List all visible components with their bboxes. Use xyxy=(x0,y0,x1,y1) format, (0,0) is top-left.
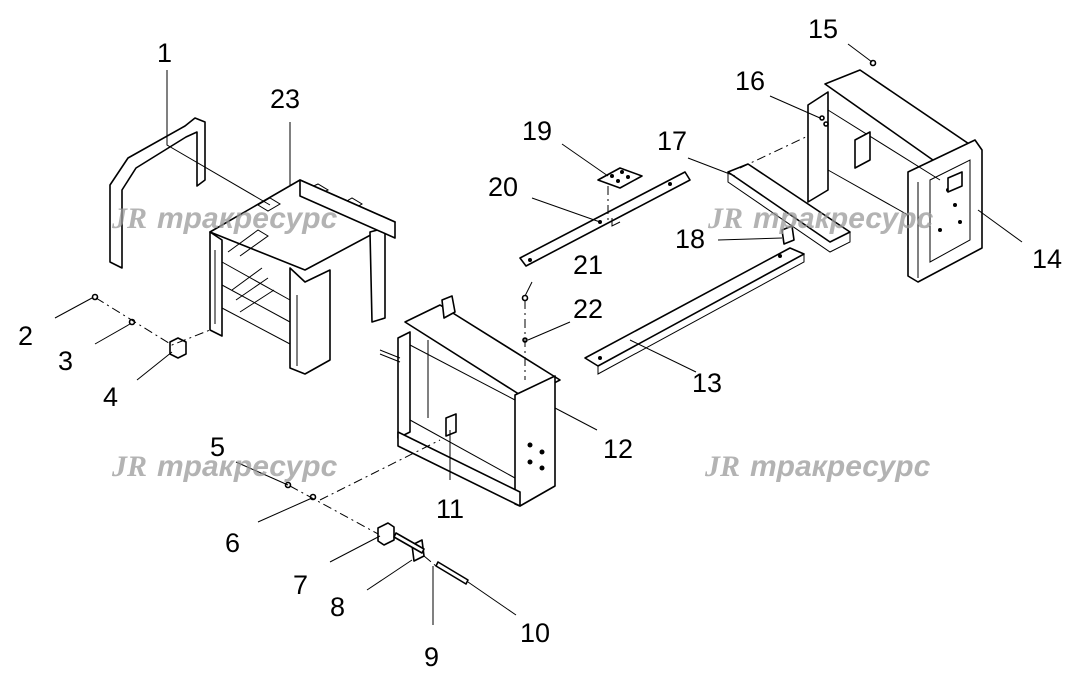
part-16-nut xyxy=(819,115,825,121)
callout-22: 22 xyxy=(573,294,603,324)
callout-7: 7 xyxy=(293,570,308,600)
callout-15: 15 xyxy=(808,14,838,44)
callout-12: 12 xyxy=(603,434,633,464)
watermark-logo: JR xyxy=(111,202,147,235)
callout-labels: 1 2 3 4 5 6 7 8 9 10 11 12 13 14 15 16 1… xyxy=(18,14,1062,672)
part-11-plate xyxy=(445,413,457,437)
callout-14: 14 xyxy=(1032,244,1062,274)
part-10-rod xyxy=(435,561,469,585)
watermark-bottom-left: JR тракресурс xyxy=(111,450,338,483)
part-9-pin xyxy=(393,532,425,554)
callout-9: 9 xyxy=(424,642,439,672)
watermark-top-left: JR тракресурс xyxy=(111,202,338,235)
parts-2-3-4-fasteners xyxy=(91,293,211,359)
callout-23: 23 xyxy=(270,84,300,114)
callout-4: 4 xyxy=(103,382,118,412)
callout-13: 13 xyxy=(692,368,722,398)
part-23-cab-frame xyxy=(209,179,396,375)
callout-19: 19 xyxy=(522,116,552,146)
part-14-right-frame xyxy=(807,69,983,283)
watermark-logo: JR xyxy=(704,450,740,483)
part-18-fastener xyxy=(781,225,795,245)
callout-2: 2 xyxy=(18,321,33,351)
watermark-text: тракресурс xyxy=(750,450,931,483)
callout-11: 11 xyxy=(436,494,464,524)
watermark-text: тракресурс xyxy=(157,202,338,235)
watermark-logo: JR xyxy=(111,450,147,483)
callout-20: 20 xyxy=(488,172,518,202)
callout-8: 8 xyxy=(330,592,345,622)
part-17-crossbar xyxy=(727,134,851,253)
watermark-top-right: JR тракресурс xyxy=(707,202,934,235)
callout-5: 5 xyxy=(210,432,225,462)
leader-lines xyxy=(54,43,1023,625)
watermark-logo: JR xyxy=(707,202,743,235)
callout-17: 17 xyxy=(657,126,687,156)
callout-21: 21 xyxy=(573,250,603,280)
watermark-text: тракресурс xyxy=(753,202,934,235)
callout-6: 6 xyxy=(225,528,240,558)
parts-5-10-hardware xyxy=(284,439,469,585)
part-19-plate xyxy=(597,167,643,220)
callout-1: 1 xyxy=(157,38,172,68)
watermark-bottom-right: JR тракресурс xyxy=(704,450,931,483)
part-12-front-frame xyxy=(379,295,561,507)
part-20-bracket xyxy=(519,171,691,267)
part-13-long-bar xyxy=(584,247,805,375)
callout-3: 3 xyxy=(58,346,73,376)
part-4-bracket xyxy=(169,337,187,359)
callout-18: 18 xyxy=(675,224,705,254)
part-1-tube-frame xyxy=(109,117,206,269)
callout-10: 10 xyxy=(520,618,550,648)
watermark-text: тракресурс xyxy=(157,450,338,483)
part-7-bracket xyxy=(377,522,395,546)
part-21-nut xyxy=(521,294,529,302)
callout-16: 16 xyxy=(735,66,765,96)
